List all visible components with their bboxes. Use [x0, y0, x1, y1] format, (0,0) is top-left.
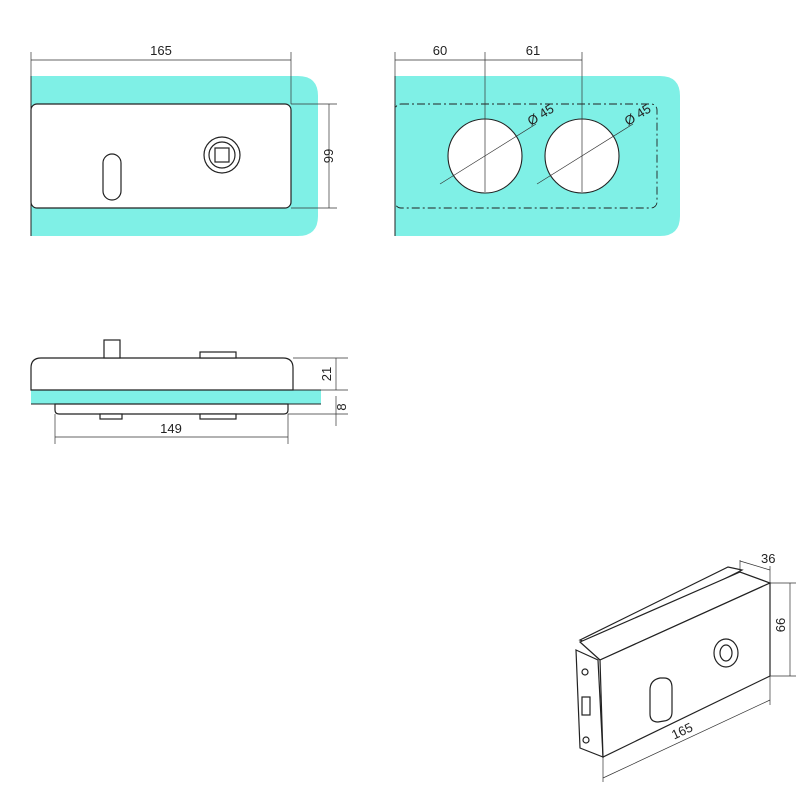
- side-glass-strip: [31, 390, 321, 404]
- cutout-glass-panel: [395, 76, 680, 236]
- front-view: 165 66: [30, 43, 337, 236]
- side-height-top-label: 21: [319, 367, 334, 381]
- cutout-body-outline: [394, 103, 658, 209]
- side-height-bottom-label: 8: [334, 403, 349, 410]
- hole-spacing-left-label: 60: [433, 43, 447, 58]
- iso-screw-bottom: [582, 736, 590, 744]
- side-bottom-pad: [199, 413, 237, 420]
- front-height-label: 66: [321, 149, 336, 163]
- side-view: 21 8 149: [30, 339, 349, 444]
- iso-depth-label: 36: [761, 551, 775, 566]
- iso-depth-dimension-line: [739, 560, 771, 571]
- cutout-view: Ø 45 Ø 45 60 61: [394, 43, 680, 236]
- side-bottom-screw: [99, 413, 123, 420]
- iso-height-label: 66: [773, 618, 788, 632]
- front-lock-body: [30, 103, 292, 209]
- iso-screw-top: [581, 668, 589, 676]
- iso-strike-window: [581, 696, 591, 716]
- side-cylinder-knob: [103, 339, 121, 359]
- front-length-label: 165: [150, 43, 172, 58]
- hole-right-diameter-leader: [536, 123, 634, 185]
- side-top-body: [30, 357, 294, 391]
- iso-length-dimension-line: [602, 699, 771, 779]
- iso-latch-slot: [649, 677, 673, 723]
- front-strike-slot: [102, 153, 122, 201]
- hole-left-diameter-leader: [439, 123, 537, 185]
- side-bottom-plate: [54, 403, 289, 415]
- front-key-square: [214, 147, 230, 163]
- side-length-label: 149: [160, 421, 182, 436]
- iso-key-cylinder-core: [719, 644, 733, 662]
- side-top-plate: [199, 351, 237, 359]
- hole-spacing-right-label: 61: [526, 43, 540, 58]
- isometric-view: 36 66 165: [575, 551, 796, 782]
